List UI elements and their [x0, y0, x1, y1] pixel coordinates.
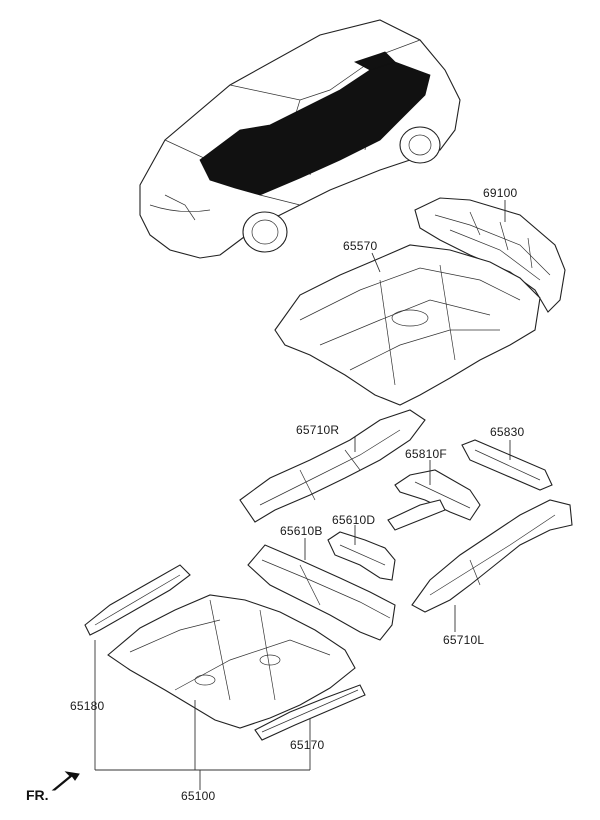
label-65830: 65830 [490, 425, 525, 439]
label-65710L: 65710L [443, 633, 485, 647]
label-65570: 65570 [343, 239, 378, 253]
label-65170: 65170 [290, 738, 325, 752]
label-65610D: 65610D [332, 513, 376, 527]
part-69100 [414, 197, 566, 313]
label-69100: 69100 [483, 186, 518, 200]
leader-lines [94, 200, 511, 790]
label-65810F: 65810F [405, 447, 447, 461]
arrow-down-left-icon [51, 771, 80, 791]
part-65570 [274, 244, 541, 406]
front-direction-label: FR. [26, 787, 49, 803]
label-65710R: 65710R [296, 423, 340, 437]
floor-pan-highlight [199, 61, 431, 196]
label-65100: 65100 [181, 789, 216, 803]
label-65180: 65180 [70, 699, 105, 713]
part-65710L [411, 499, 573, 613]
part-65610B [247, 544, 396, 641]
part-65710R [239, 409, 426, 523]
part-65100 [107, 594, 356, 729]
vehicle-illustration [139, 19, 461, 259]
part-65170 [254, 684, 366, 741]
label-65610B: 65610B [280, 524, 323, 538]
part-65180 [84, 564, 191, 636]
part-65810F [387, 469, 481, 531]
part-65610D [327, 531, 396, 581]
part-65830 [461, 439, 553, 491]
